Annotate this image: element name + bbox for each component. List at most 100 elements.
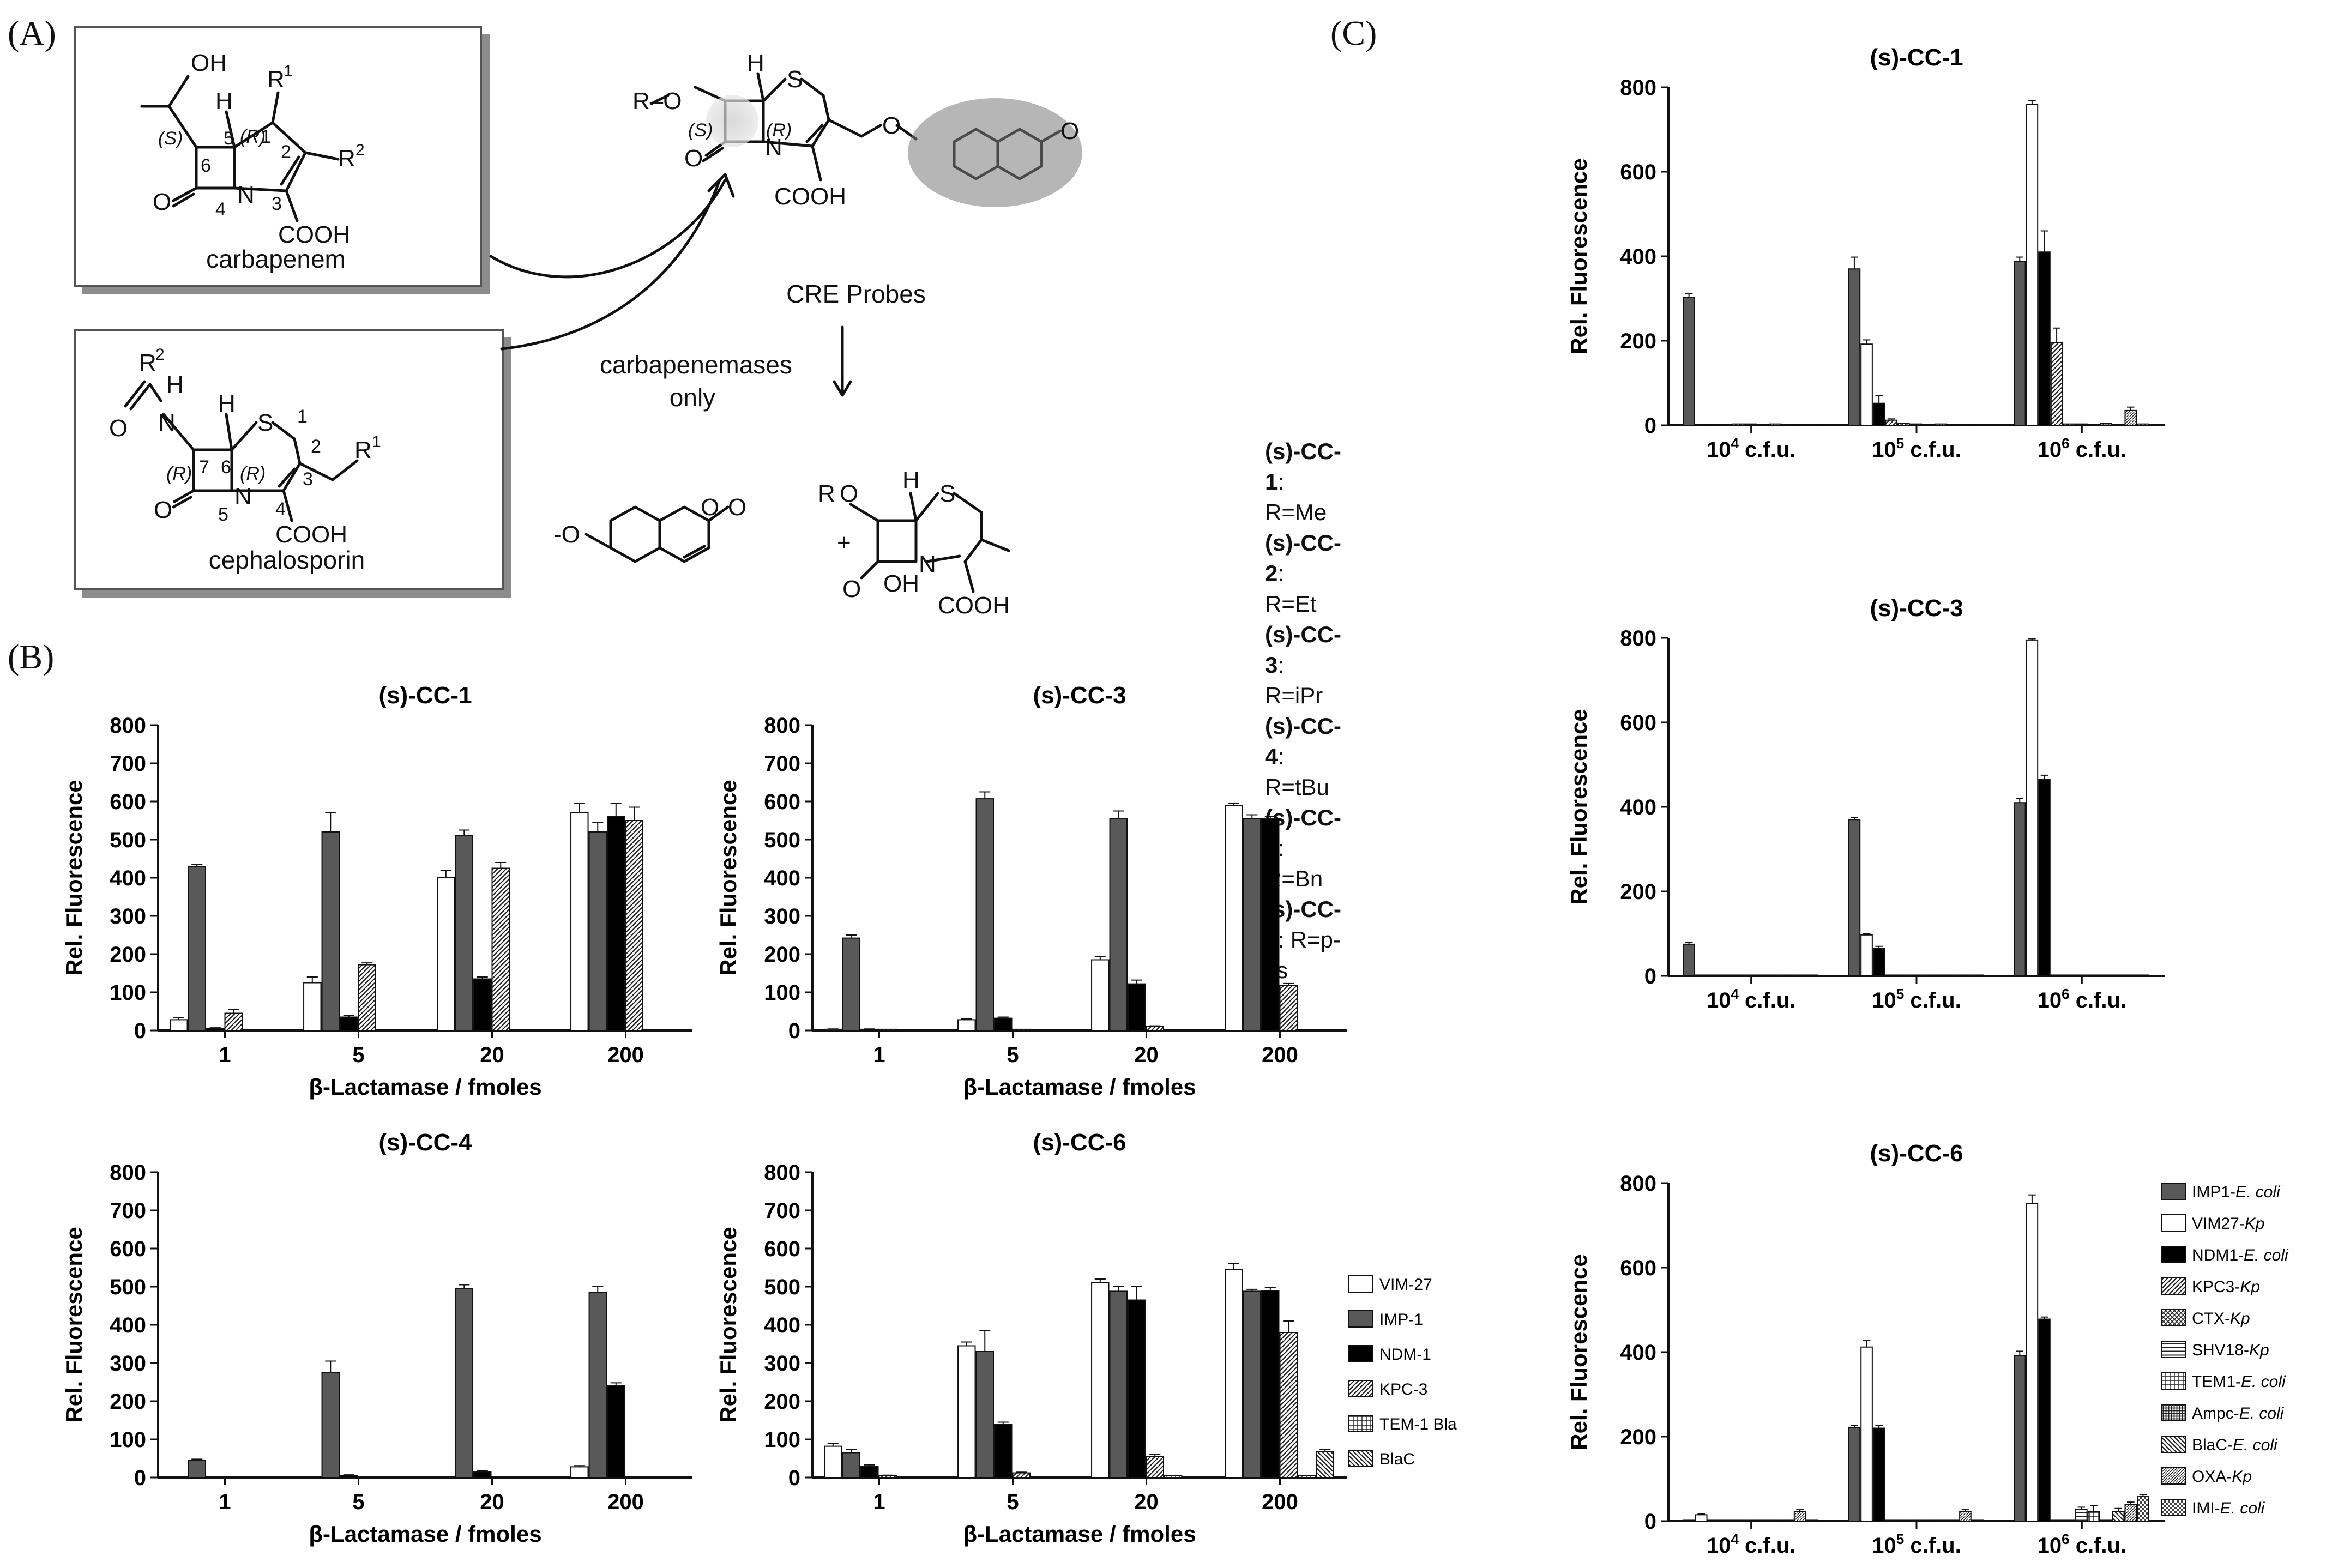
y-tick-label: 200 [1620,329,1656,353]
y-tick-label: 200 [1620,1425,1656,1449]
panel-label-b: (B) [8,637,55,676]
chart-title: (s)-CC-1 [378,682,472,709]
bar [2112,974,2125,977]
y-tick-label: 0 [134,1466,146,1490]
x-axis-label: β-Lactamase / fmoles [963,1074,1196,1100]
legend-swatch [2161,1183,2186,1200]
y-tick-label: 800 [1620,76,1656,100]
legend-label: OXA-Kp [2192,1468,2252,1486]
bar [1934,1519,1947,1522]
bar [321,1372,340,1478]
bar [1909,1519,1923,1522]
x-tick-label: 106 c.f.u. [2038,1531,2126,1558]
bar [1909,423,1923,426]
bar [1848,1426,1861,1522]
bar [1781,1519,1794,1522]
legend-swatch [2161,1467,2186,1485]
legend-swatch [2161,1436,2186,1453]
legend-label: Ampc-E. coli [2192,1404,2285,1422]
bar [1848,819,1861,976]
product-o3-label: O [842,576,861,602]
cephalosporin-box [74,329,504,590]
bar [1909,974,1923,977]
chart-title: (s)-CC-6 [1033,1129,1126,1156]
bar [1707,424,1720,426]
carbapenem-caption: carbapenem [206,245,346,273]
bar [1695,974,1708,977]
x-tick-label: 5 [352,1490,364,1514]
bar [455,835,474,1031]
y-tick-label: 600 [764,1237,800,1261]
legend-label: BlaC [1379,1450,1415,1468]
legend-swatch [1348,1345,1373,1362]
probe-list-item: (s)-CC-4: R=tBu [1265,713,1341,800]
y-tick-label: 800 [764,714,800,738]
bar [1860,934,1873,977]
ceph-n2-label: N [234,483,252,510]
bar [358,964,376,1031]
bar [1922,974,1935,977]
y-tick-label: 800 [1620,1172,1656,1196]
bar [2038,1318,2051,1522]
bar [491,867,510,1031]
y-tick-label: 600 [764,790,800,814]
bar [1806,424,1819,426]
bar [1781,424,1794,426]
bar [1947,424,1960,426]
probe-o2-label: O [882,112,901,139]
legend-label: NDM-1 [1379,1346,1431,1364]
bar [1806,1519,1819,1522]
product-plus: + [837,529,851,556]
bar [2100,423,2112,426]
ceph-s-label: S [257,409,273,436]
y-tick-label: 700 [764,1199,800,1223]
cephalosporin-structure [124,380,359,522]
coumarin-structure [584,505,730,563]
legend-label: NDM1-E. coli [2192,1246,2289,1264]
bar [1225,1269,1243,1478]
x-tick-label: 20 [1134,1043,1159,1067]
probe-list-item: (s)-CC-2: R=Et [1265,530,1341,617]
y-tick-label: 400 [764,866,800,890]
bar [607,816,625,1031]
chart-title: (s)-CC-3 [1870,595,1963,622]
bar [625,820,643,1031]
bar [1971,1519,1984,1522]
bar [1732,423,1745,426]
x-tick-label: 20 [1134,1490,1159,1514]
stereocenter-highlight [706,95,758,147]
probe-cooh-label: COOH [774,183,846,210]
ceph-stereo-r1: (R) [166,463,192,484]
y-axis-label: Rel. Fluorescence [1566,709,1592,904]
legend-label: IMI-E. coli [2192,1499,2265,1517]
y-tick-label: 700 [110,1199,146,1223]
bar [1947,1519,1960,1522]
bar [2026,639,2039,976]
bar [824,1028,842,1032]
y-tick-label: 0 [1644,964,1656,988]
x-tick-label: 104 c.f.u. [1707,435,1795,462]
bar [1934,423,1947,426]
x-tick-label: 104 c.f.u. [1707,1531,1795,1558]
x-axis-label: β-Lactamase / fmoles [309,1074,541,1100]
bar [1897,423,1910,426]
bar [1164,1475,1183,1478]
x-tick-label: 105 c.f.u. [1872,986,1961,1012]
bar [860,1028,879,1032]
ceph-num-2: 2 [311,436,321,457]
bar [1128,1299,1146,1478]
bar [473,978,492,1031]
y-tick-label: 200 [764,943,800,967]
bar [1872,402,1885,426]
bar [1012,1028,1031,1032]
product-cooh-label: COOH [938,592,1010,619]
y-tick-label: 0 [134,1019,146,1043]
bar [860,1466,879,1478]
bar [1146,1026,1164,1031]
bar [1756,424,1769,426]
y-axis-label: Rel. Fluorescence [61,780,87,975]
